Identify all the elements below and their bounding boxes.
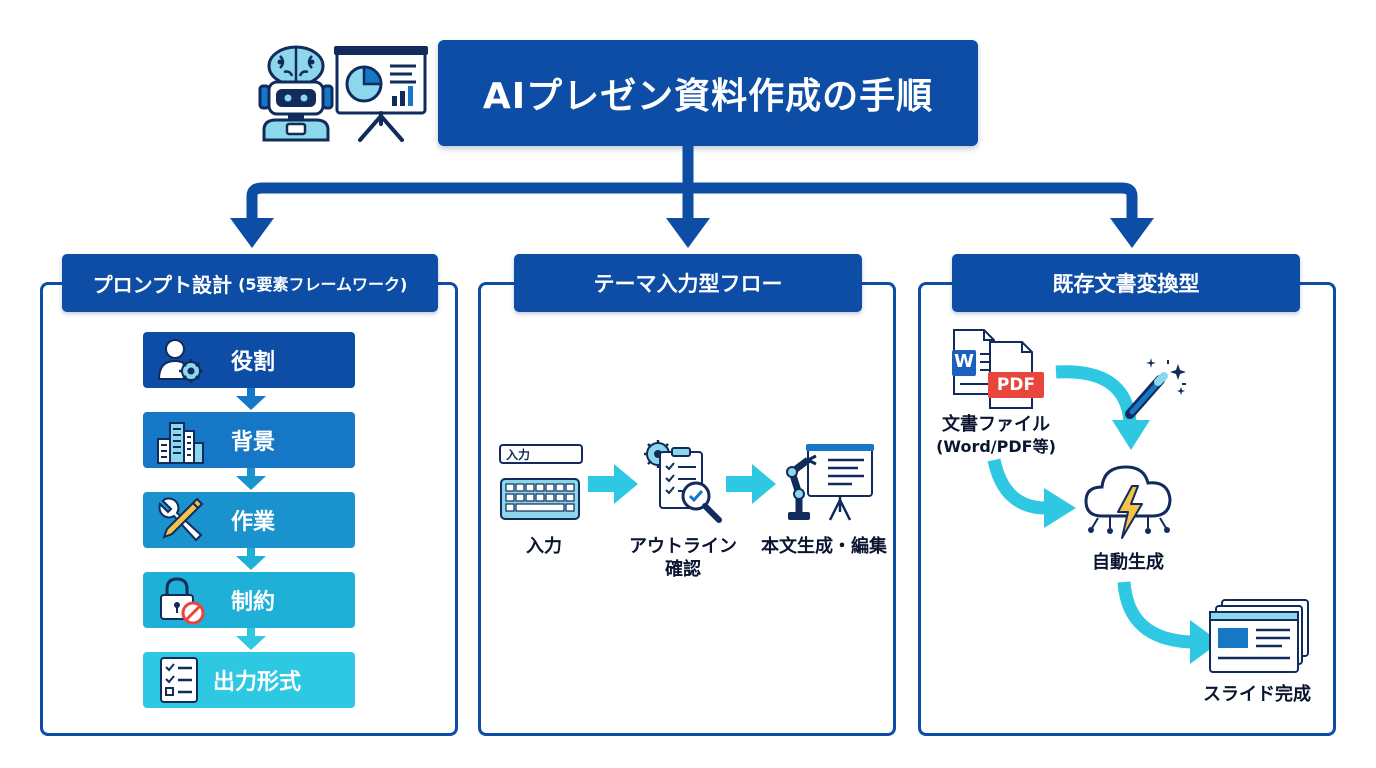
panel-theme-input-flow-title: テーマ入力型フロー (593, 272, 783, 296)
node-documents-line2: (Word/PDF等) (936, 436, 1056, 456)
robot-arm-board-icon (784, 442, 876, 524)
node-documents-label: 文書ファイル (Word/PDF等) (926, 414, 1066, 457)
branch-connector (230, 146, 1154, 248)
node-generate-label: 自動生成 (1092, 552, 1164, 573)
flow-step-outline-line-2: 確認 (665, 558, 701, 580)
step-arrows (236, 386, 266, 650)
lock-forbidden-icon (155, 575, 205, 625)
arrow-head-to-generate-top (1112, 420, 1150, 450)
panel-document-conversion-header: 既存文書変換型 (952, 254, 1300, 312)
arrow-head-left (230, 218, 274, 248)
robot-brain-icon (258, 42, 334, 142)
step-role-label: 役割 (231, 350, 276, 375)
pdf-badge: PDF (996, 375, 1036, 395)
cloud-lightning-icon (1080, 458, 1178, 546)
conversion-arrows (987, 365, 1220, 664)
step-background-label: 背景 (231, 430, 276, 455)
panel-prompt-design-subtitle: (5要素フレームワーク) (238, 275, 408, 294)
arrow-head-to-generate-left (1044, 488, 1076, 528)
panel-theme-input-flow-header: テーマ入力型フロー (514, 254, 862, 312)
step-output-format: 出力形式 (143, 652, 355, 708)
arrow-head-right (1110, 218, 1154, 248)
panel-prompt-design-title: プロンプト設計 (92, 272, 233, 297)
panel-prompt-design-header: プロンプト設計 (5要素フレームワーク) (62, 254, 438, 312)
flow-step-outline-line-1: アウトライン (629, 536, 737, 557)
panel-document-conversion-title: 既存文書変換型 (1052, 272, 1200, 296)
presentation-board-icon (334, 46, 428, 142)
checklist-magnifier-icon (640, 438, 726, 524)
node-documents-line1: 文書ファイル (942, 414, 1050, 435)
step-role: 役割 (143, 332, 355, 388)
checklist-icon (155, 655, 205, 705)
slides-icon (1208, 598, 1310, 674)
step-task: 作業 (143, 492, 355, 548)
keyboard-input-icon (498, 443, 586, 523)
word-badge: W (954, 351, 974, 372)
page-title: AIプレゼン資料作成の手順 (482, 76, 934, 117)
word-pdf-documents-icon: W PDF (950, 328, 1046, 410)
user-gear-icon (155, 335, 205, 385)
step-output-format-label: 出力形式 (213, 670, 302, 695)
node-slides-done-label: スライド完成 (1203, 684, 1311, 705)
input-field-label: 入力 (506, 448, 531, 462)
flow-step-input-label: 入力 (526, 536, 562, 557)
step-task-label: 作業 (231, 510, 276, 535)
tools-icon (155, 495, 205, 545)
page-title-box: AIプレゼン資料作成の手順 (438, 40, 978, 146)
arrow-head-center (666, 218, 710, 248)
buildings-icon (155, 415, 205, 465)
step-constraint: 制約 (143, 572, 355, 628)
flow-step-outline-text: アウトライン確認 (614, 536, 752, 581)
arrow-head-to-slides (1190, 620, 1220, 664)
flow-arrows (588, 464, 776, 504)
step-background: 背景 (143, 412, 355, 468)
magic-wand-icon (1120, 356, 1190, 422)
flow-step-body-label: 本文生成・編集 (761, 536, 887, 557)
flow-step-outline-label: アウトライン確認 (614, 536, 752, 581)
step-constraint-label: 制約 (231, 590, 276, 615)
